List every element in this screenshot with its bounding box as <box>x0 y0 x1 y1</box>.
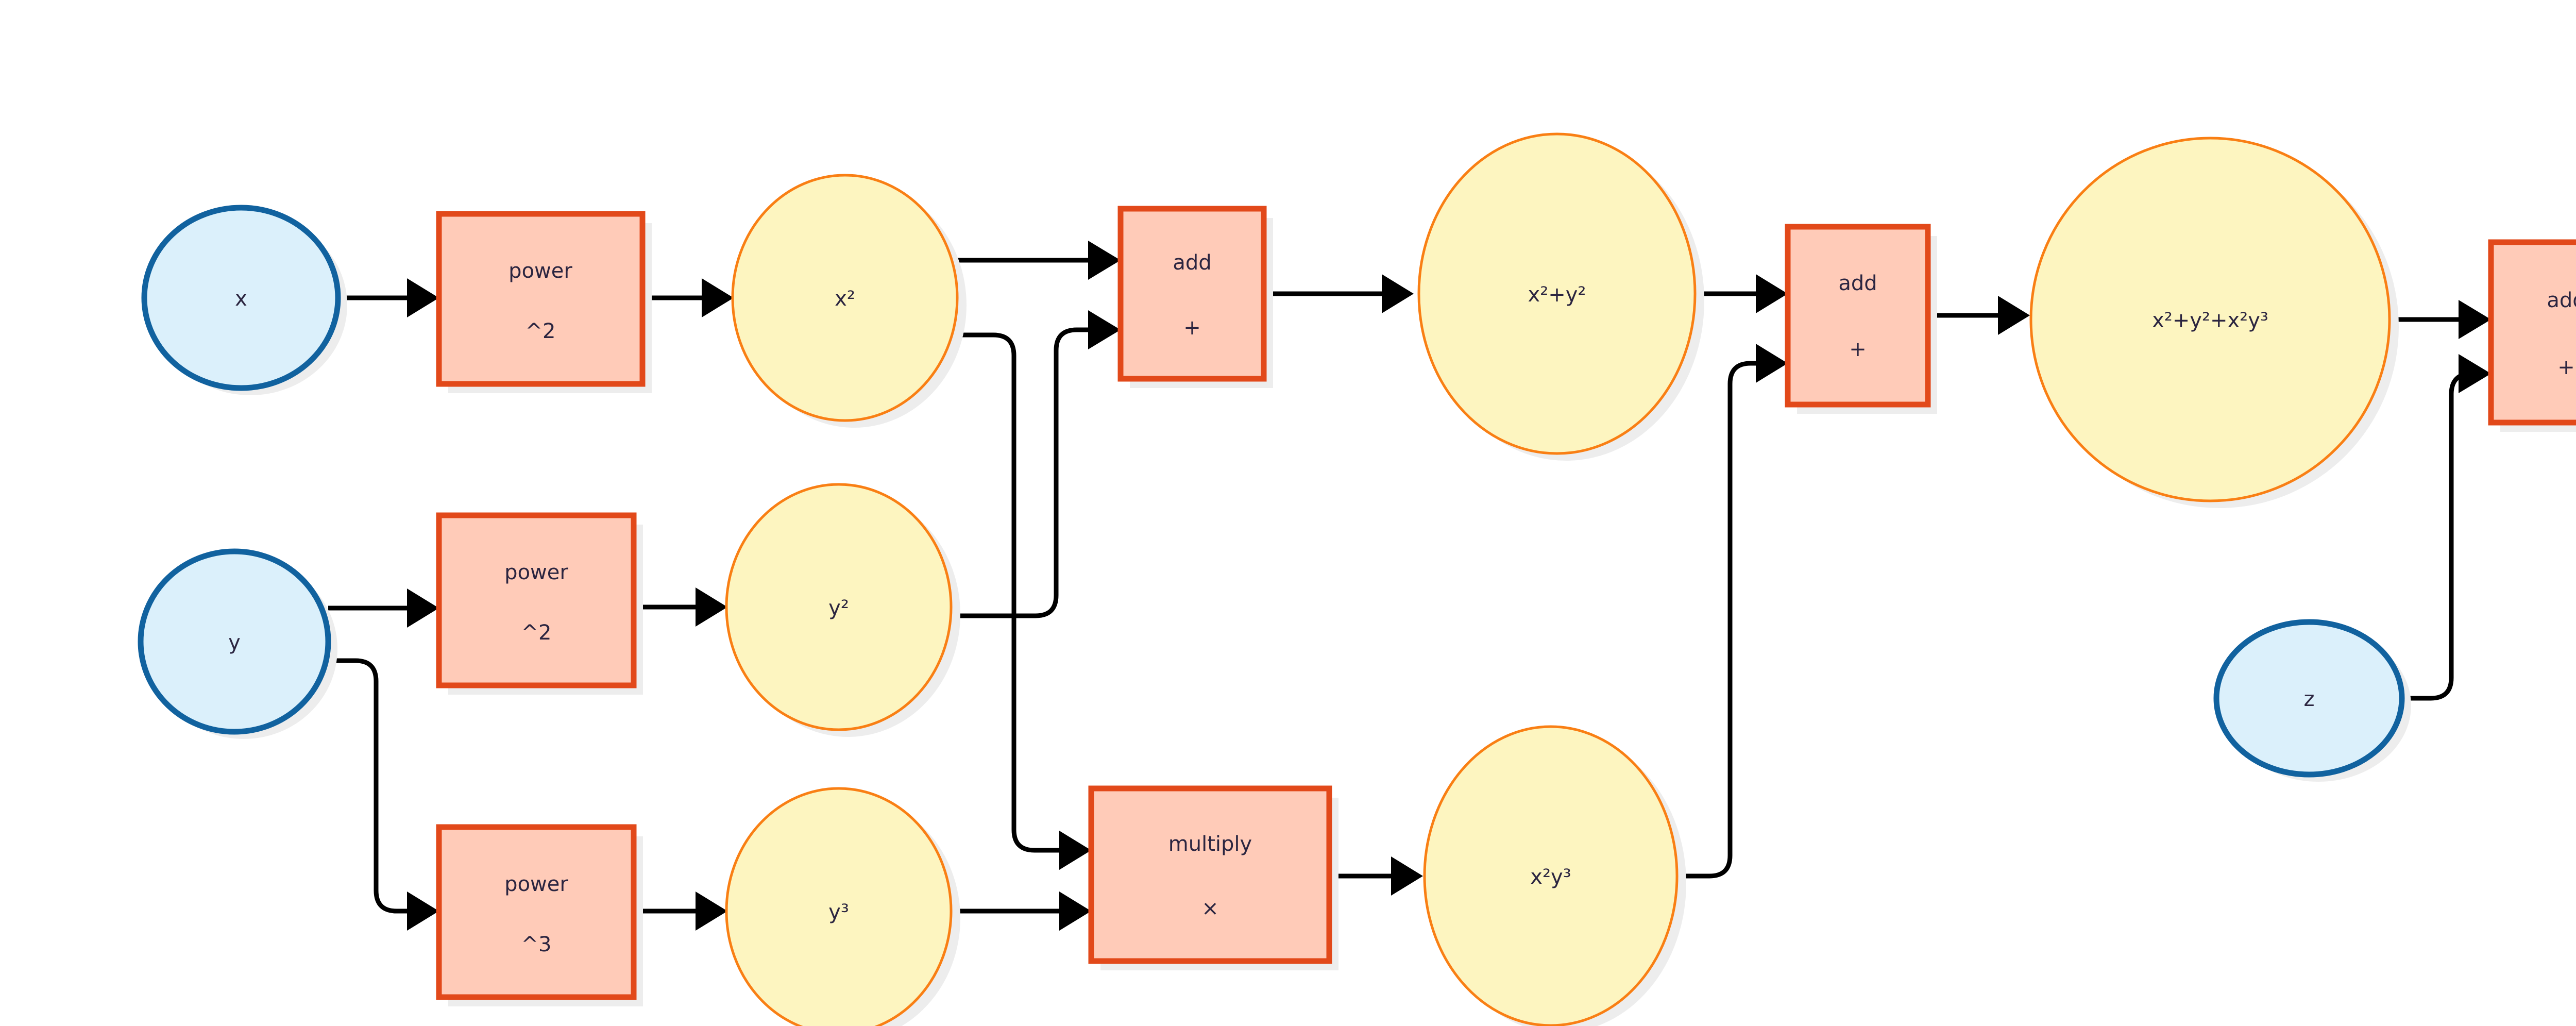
edge-add2-to-big <box>1928 296 2030 335</box>
node-y-cubed-shape <box>725 787 953 1026</box>
node-y-squared-shape <box>725 483 953 731</box>
node-multiply[interactable]: multiply × <box>1088 785 1338 970</box>
edge-x-to-power2 <box>339 278 439 317</box>
edge-y-to-power2 <box>328 588 439 628</box>
edge-multiply-to-x2y3 <box>1329 856 1423 896</box>
node-add-2-label: add <box>1838 272 1877 295</box>
node-x2-plus-y2-label: x²+y² <box>1528 283 1586 307</box>
node-x2-y3[interactable]: x²y³ <box>1423 725 1686 1026</box>
node-add-1-sublabel: + <box>1183 316 1201 340</box>
edge-power2mid-to-y2 <box>634 587 727 627</box>
node-add-2[interactable]: add + <box>1785 224 1937 414</box>
node-add-1-label: add <box>1173 251 1211 275</box>
node-x-label: x <box>235 287 247 311</box>
node-power-y-cubed-label: power <box>504 872 568 896</box>
edge-y-to-power3 <box>328 658 439 931</box>
node-y-cubed[interactable]: y³ <box>725 787 960 1026</box>
node-add-1-shape <box>1117 206 1267 382</box>
edge-x2y2-to-add2 <box>1694 274 1788 313</box>
node-add-3-label: add <box>2547 289 2576 312</box>
node-x2-y3-label: x²y³ <box>1530 865 1571 889</box>
node-z-label: z <box>2304 687 2315 711</box>
edge-x2-to-multiply <box>954 332 1091 870</box>
node-add-3-sublabel: + <box>2557 356 2575 379</box>
node-x[interactable]: x <box>141 205 347 395</box>
node-x-squared-label: x² <box>835 287 855 311</box>
node-y-squared-label: y² <box>828 596 849 620</box>
node-power-x-squared-sublabel: ^2 <box>526 319 556 343</box>
node-z[interactable]: z <box>2213 619 2411 782</box>
node-x2-y3-shape <box>1423 725 1679 1026</box>
node-power-x-squared-label: power <box>509 259 572 283</box>
edge-y2-to-add1 <box>951 310 1121 618</box>
node-x2-plus-y2-shape <box>1417 132 1697 455</box>
node-full-expression-label: x²+y²+x²y³ <box>2152 309 2268 332</box>
node-add-1[interactable]: add + <box>1117 206 1273 388</box>
node-y-label: y <box>228 631 241 654</box>
edge-big-to-add3 <box>2388 300 2491 339</box>
node-power-x-squared-shape <box>436 211 646 387</box>
edge-x2y3-to-add2 <box>1675 344 1788 879</box>
node-full-expression-shape <box>2029 137 2391 502</box>
edge-y3-to-multiply <box>951 892 1091 931</box>
edge-layer <box>328 241 2491 931</box>
node-add-2-shape <box>1785 224 1931 408</box>
node-add-2-sublabel: + <box>1849 338 1867 361</box>
node-power-y-squared[interactable]: power ^2 <box>436 512 643 695</box>
node-layer: x y z power ^2 power ^2 <box>138 132 2576 1026</box>
node-z-shape <box>2213 619 2405 778</box>
node-full-expression[interactable]: x²+y²+x²y³ <box>2029 137 2399 508</box>
node-multiply-shape <box>1088 785 1332 964</box>
edge-power3-to-y3 <box>634 892 727 931</box>
node-x-shape <box>141 205 341 391</box>
node-multiply-sublabel: × <box>1201 897 1219 920</box>
node-power-y-cubed-shape <box>436 824 637 1000</box>
node-power-y-squared-sublabel: ^2 <box>521 621 552 645</box>
node-x2-plus-y2[interactable]: x²+y² <box>1417 132 1704 461</box>
node-power-y-squared-shape <box>436 512 637 688</box>
node-power-y-squared-label: power <box>504 561 568 584</box>
node-power-y-cubed-sublabel: ^3 <box>521 933 552 956</box>
edge-x2-to-add1 <box>954 241 1121 280</box>
node-x-squared[interactable]: x² <box>731 174 967 428</box>
node-y-cubed-label: y³ <box>828 900 849 924</box>
node-x-squared-shape <box>731 174 959 422</box>
node-y[interactable]: y <box>138 548 337 739</box>
node-power-y-cubed[interactable]: power ^3 <box>436 824 643 1006</box>
node-y-shape <box>138 548 331 735</box>
edge-power2-to-x2 <box>642 278 734 317</box>
node-add-3-shape <box>2488 239 2576 426</box>
edge-z-to-add3 <box>2402 354 2491 701</box>
node-y-squared[interactable]: y² <box>725 483 960 737</box>
node-add-3[interactable]: add + <box>2488 239 2576 432</box>
node-power-x-squared[interactable]: power ^2 <box>436 211 652 393</box>
node-multiply-label: multiply <box>1168 832 1252 856</box>
edge-add1-to-x2y2 <box>1264 274 1414 313</box>
